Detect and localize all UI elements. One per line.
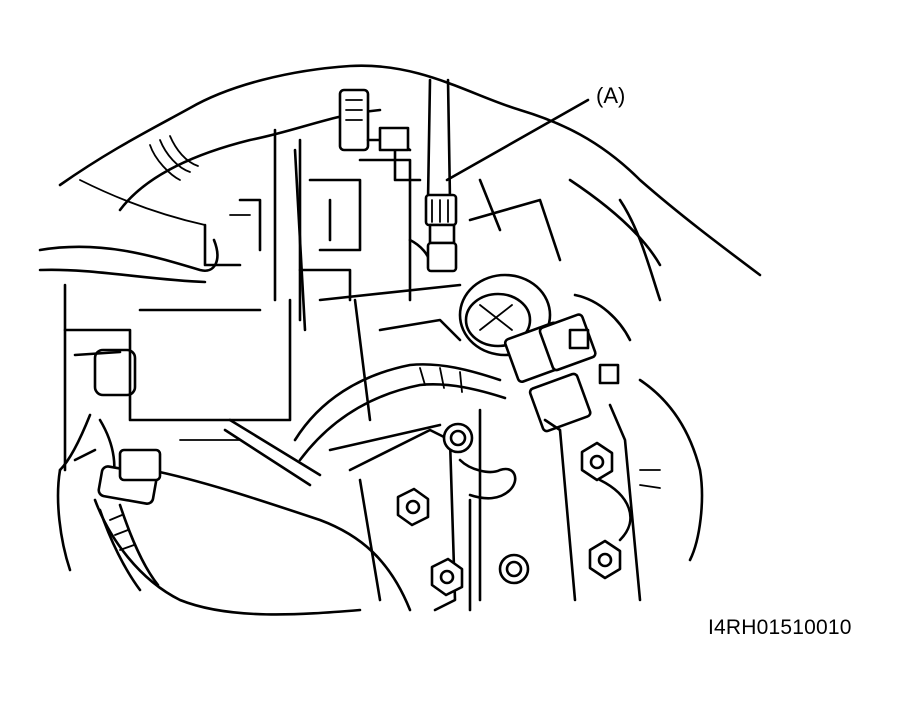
right-bracket bbox=[498, 403, 661, 602]
lower-bracket bbox=[328, 408, 517, 612]
misc-details bbox=[73, 418, 322, 487]
callout-a-leader-line bbox=[445, 98, 590, 182]
electrical-connector bbox=[458, 178, 632, 433]
lower-hose-clamp bbox=[56, 413, 412, 616]
cable-a bbox=[424, 78, 458, 273]
wiring-harness bbox=[293, 363, 507, 462]
middle-housing bbox=[298, 148, 462, 422]
callout-label-a: (A) bbox=[596, 83, 626, 108]
top-sensor bbox=[338, 88, 412, 152]
engine-body-outline bbox=[38, 64, 762, 562]
figure-id-code: I4RH01510010 bbox=[708, 616, 852, 639]
left-engine-block bbox=[63, 128, 307, 472]
